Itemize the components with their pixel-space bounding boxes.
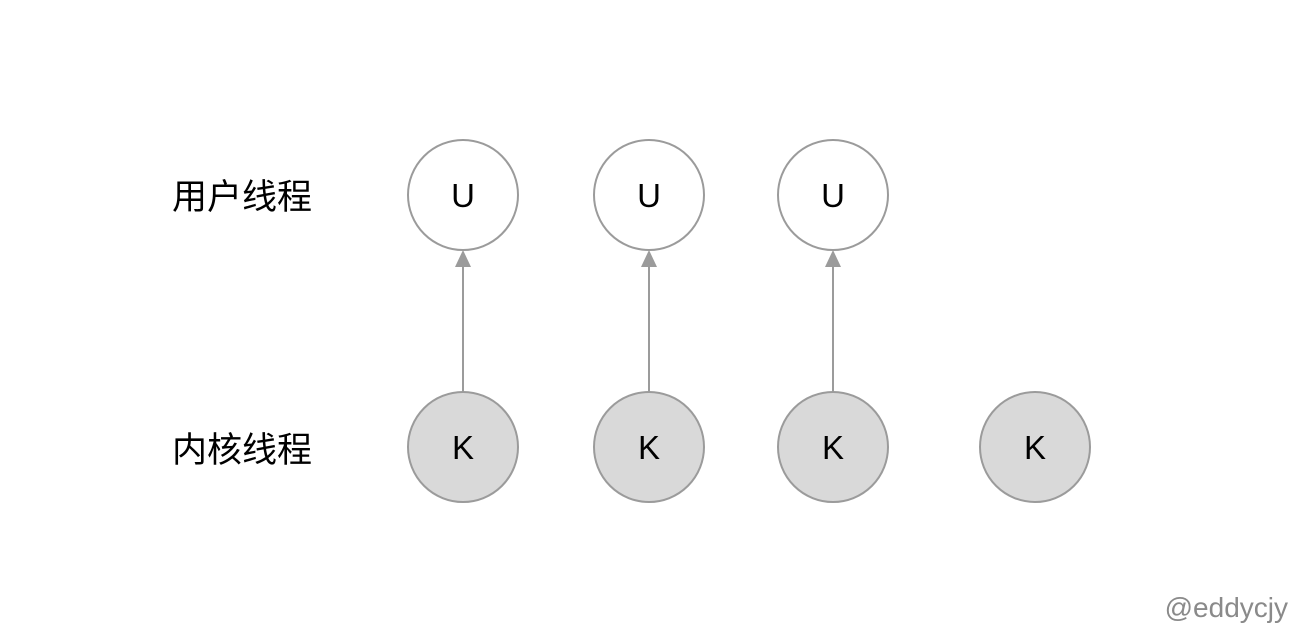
user-thread-node: U [407,139,519,251]
user-thread-node-circle [593,139,705,251]
user-thread-node: U [593,139,705,251]
kernel-thread-node-letter: K [452,429,474,466]
mapping-arrow-head [825,250,841,267]
user-thread-node-circle [407,139,519,251]
kernel-thread-node-letter: K [1024,429,1046,466]
kernel-thread-label: 内核线程 [172,431,313,471]
kernel-thread-node-circle [777,391,889,503]
kernel-thread-node-letter: K [638,429,660,466]
user-thread-node-letter: U [821,177,845,214]
kernel-thread-node-letter: K [822,429,844,466]
user-thread-node: U [777,139,889,251]
kernel-thread-node-circle [979,391,1091,503]
user-thread-node-circle [777,139,889,251]
mapping-arrow-head [455,250,471,267]
mapping-arrow [825,250,841,392]
kernel-thread-node: K [593,391,705,503]
mapping-arrow [455,250,471,392]
kernel-thread-node: K [777,391,889,503]
mapping-arrow-head [641,250,657,267]
user-thread-node-letter: U [451,177,475,214]
user-thread-label: 用户线程 [172,178,313,218]
kernel-thread-node: K [407,391,519,503]
mapping-edges [455,250,841,392]
kernel-thread-node: K [979,391,1091,503]
user-thread-node-letter: U [637,177,661,214]
kernel-thread-node-circle [407,391,519,503]
author-watermark: @eddycjy [1164,592,1288,623]
kernel-thread-node-circle [593,391,705,503]
mapping-arrow [641,250,657,392]
